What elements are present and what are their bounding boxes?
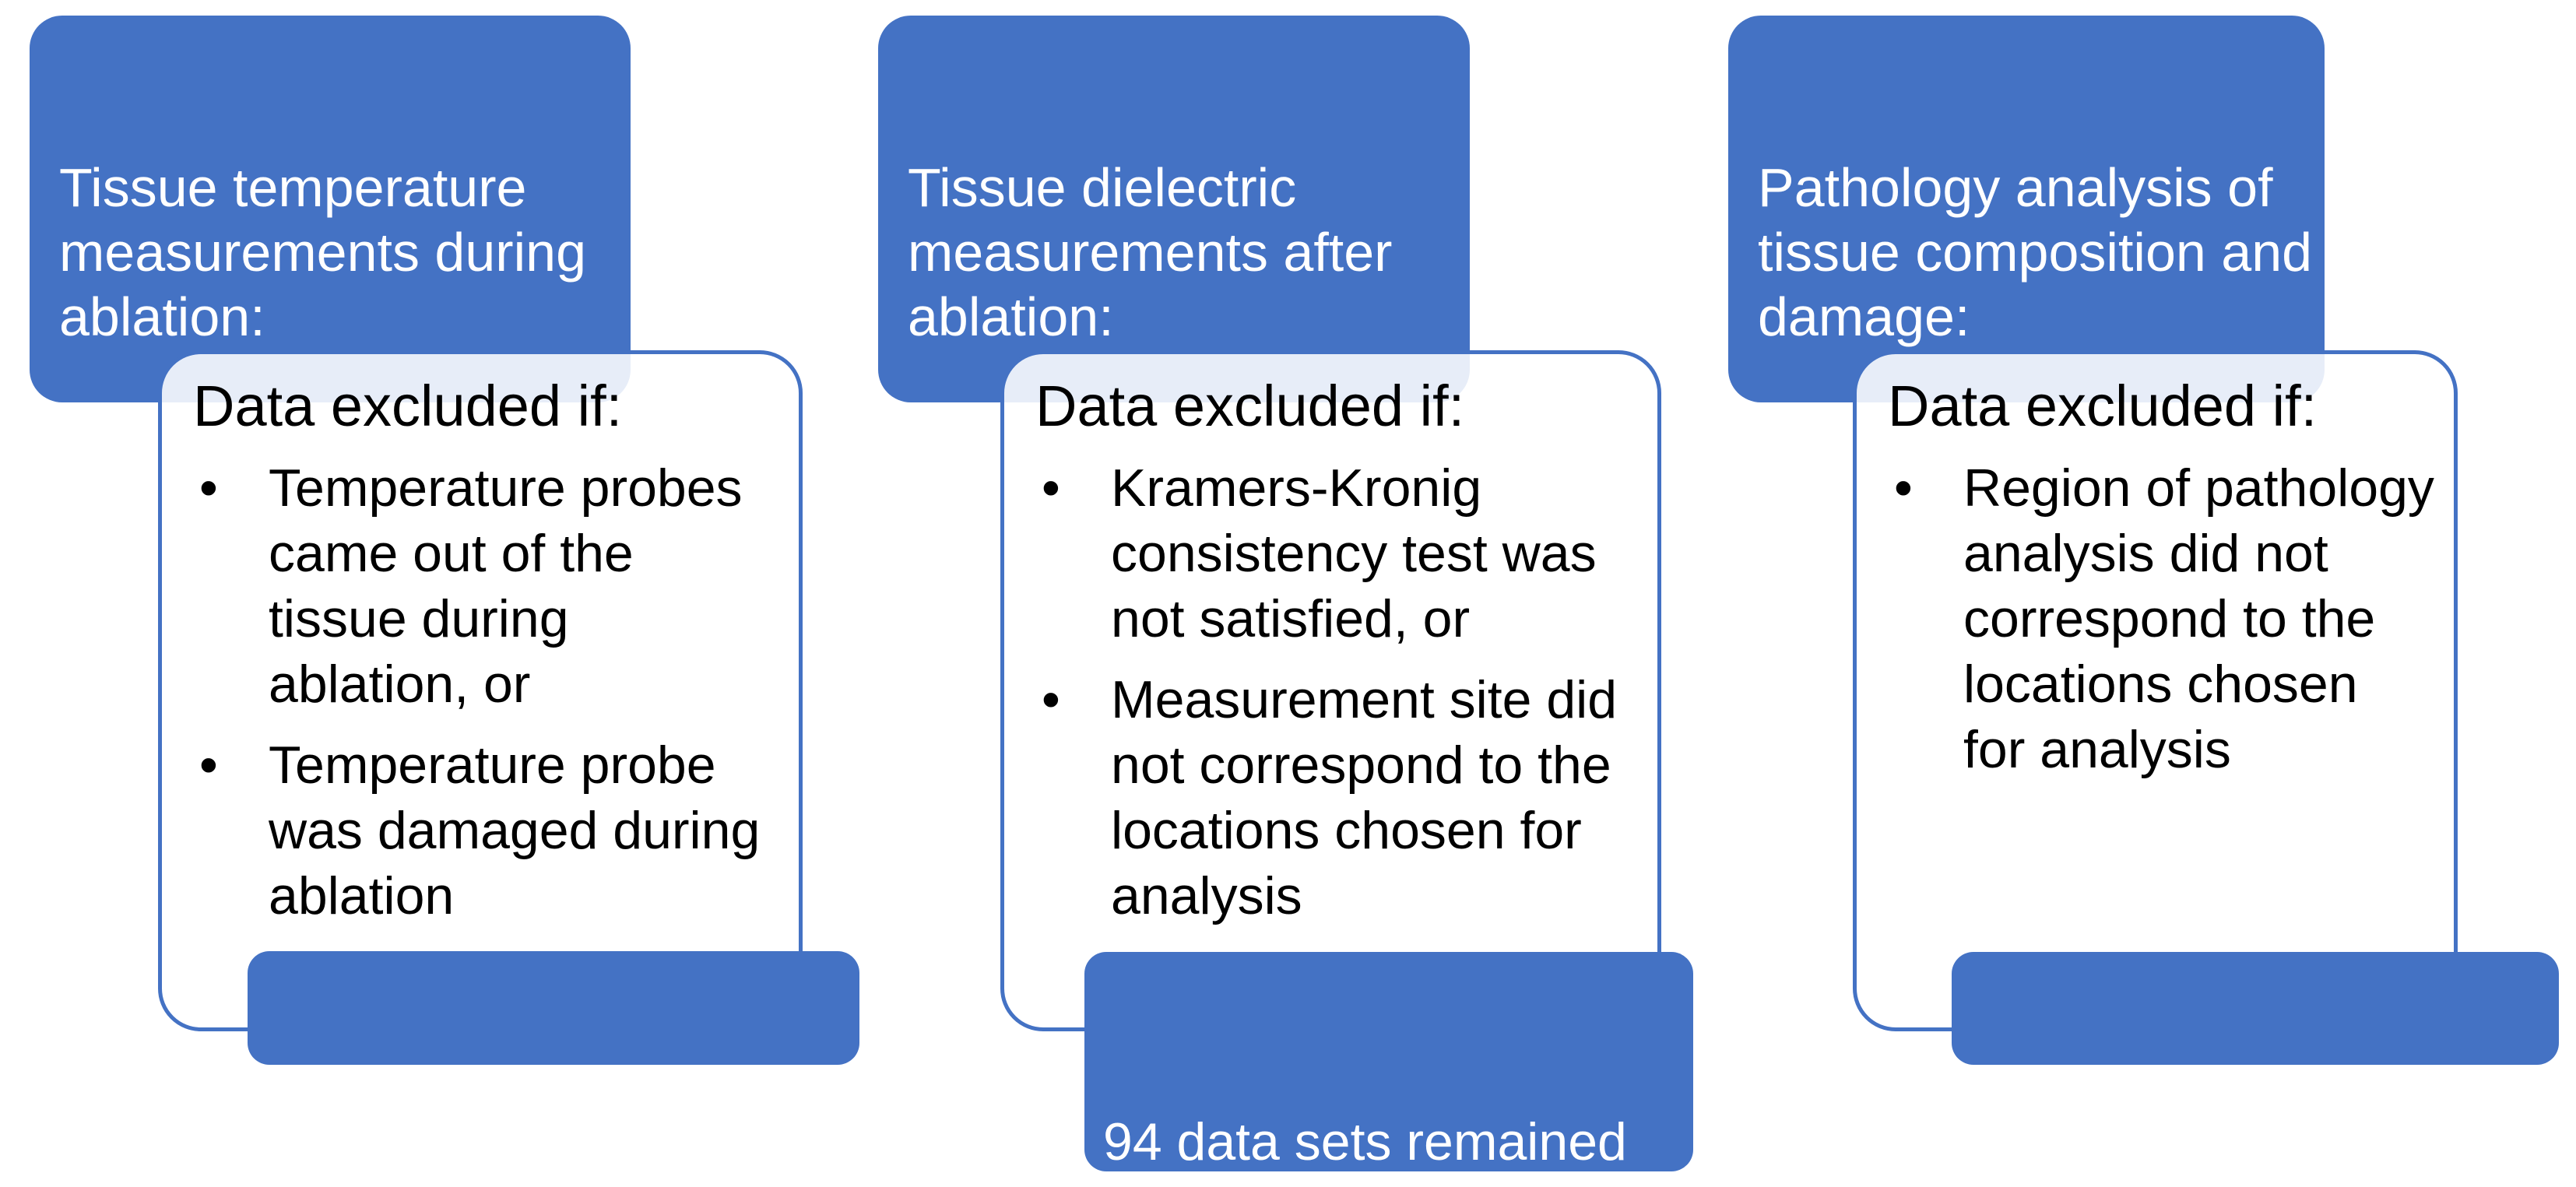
exclusion-criterion: Temperature probe was damaged during abl… (269, 736, 761, 925)
result-box-dielectric: 94 data sets remained corresponding to 5… (1084, 952, 1693, 1187)
result-text: 94 data sets remained corresponding to 5… (1103, 1112, 1627, 1187)
exclusion-criterion: Measurement site did not correspond to t… (1111, 670, 1618, 925)
source-description: Tissue temperature measurements during a… (59, 157, 586, 347)
exclusion-criterion: Kramers-Kronig consistency test was not … (1111, 458, 1597, 648)
source-box-pathology: Pathology analysis of tissue composition… (1728, 16, 2325, 572)
exclusion-heading: Data excluded if: (1888, 374, 2318, 438)
result-text: 52 slides remained (1970, 1112, 2415, 1171)
bullet-icon: • (1042, 670, 1060, 729)
bullet-icon: • (1894, 458, 1913, 518)
exclusion-criterion: Temperature probes came out of the tissu… (269, 458, 743, 714)
list-item: • Temperature probes came out of the tis… (193, 455, 783, 717)
exclusion-criterion: Region of pathology analysis did not cor… (1963, 458, 2434, 779)
bullet-icon: • (199, 458, 218, 518)
exclusion-heading: Data excluded if: (1035, 374, 1465, 438)
bullet-icon: • (1042, 458, 1060, 518)
list-item: • Region of pathology analysis did not c… (1888, 455, 2438, 782)
list-item: • Kramers-Kronig consistency test was no… (1035, 455, 1642, 651)
bullet-icon: • (199, 736, 218, 795)
exclusion-box-temperature: Data excluded if: • Temperature probes c… (158, 350, 803, 1031)
list-item: • Measurement site did not correspond to… (1035, 667, 1642, 929)
result-text: 53 data sets remained (266, 1111, 790, 1171)
exclusion-box-dielectric: Data excluded if: • Kramers-Kronig consi… (1000, 350, 1661, 1031)
result-box-pathology: 52 slides remained (1952, 952, 2559, 1171)
source-description: Pathology analysis of tissue composition… (1758, 157, 2313, 347)
result-box-temperature: 53 data sets remained (248, 951, 859, 1171)
exclusion-box-pathology: Data excluded if: • Region of pathology … (1853, 350, 2458, 1031)
source-box-dielectric: Tissue dielectric measurements after abl… (878, 16, 1470, 572)
exclusion-heading: Data excluded if: (193, 374, 623, 438)
source-box-temperature: Tissue temperature measurements during a… (30, 16, 631, 572)
source-description: Tissue dielectric measurements after abl… (908, 157, 1393, 347)
list-item: • Temperature probe was damaged during a… (193, 732, 783, 929)
